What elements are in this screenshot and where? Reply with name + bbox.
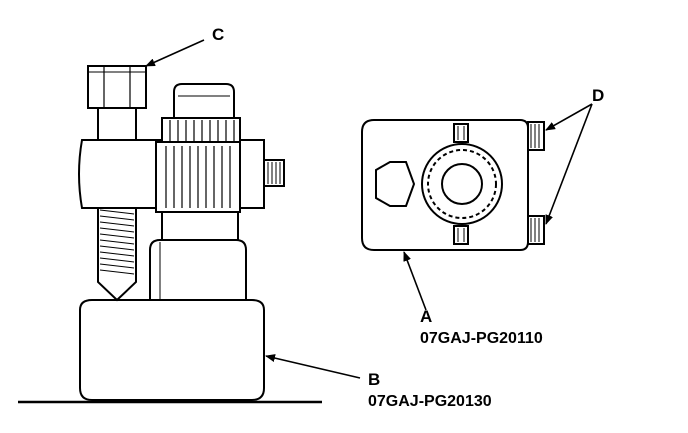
leader-d-upper xyxy=(545,103,593,131)
base-b xyxy=(79,299,265,401)
callout-b-letter: B xyxy=(368,370,380,389)
knurled-nut xyxy=(155,83,241,213)
leader-c xyxy=(145,39,205,67)
leader-lines xyxy=(145,39,593,379)
hex-hole xyxy=(375,161,416,207)
callout-b-part-number: 07GAJ-PG20130 xyxy=(368,393,492,410)
callout-c-letter: C xyxy=(212,25,224,44)
leader-a xyxy=(403,251,427,311)
gear-bore xyxy=(421,143,503,225)
callout-d-letter: D xyxy=(592,86,604,105)
collar xyxy=(149,239,247,301)
adjuster-screws-d xyxy=(527,121,545,245)
labels: C D A 07GAJ-PG20110 B 07GAJ-PG20130 xyxy=(212,25,604,410)
plate-a-top xyxy=(361,119,545,251)
neck xyxy=(161,211,239,241)
leader-b xyxy=(265,354,361,379)
leader-d-lower xyxy=(545,103,593,225)
slot-screws xyxy=(453,123,469,245)
callout-a-part-number: 07GAJ-PG20110 xyxy=(420,330,543,347)
left-assembly xyxy=(18,65,322,404)
callout-a-letter: A xyxy=(420,307,432,326)
